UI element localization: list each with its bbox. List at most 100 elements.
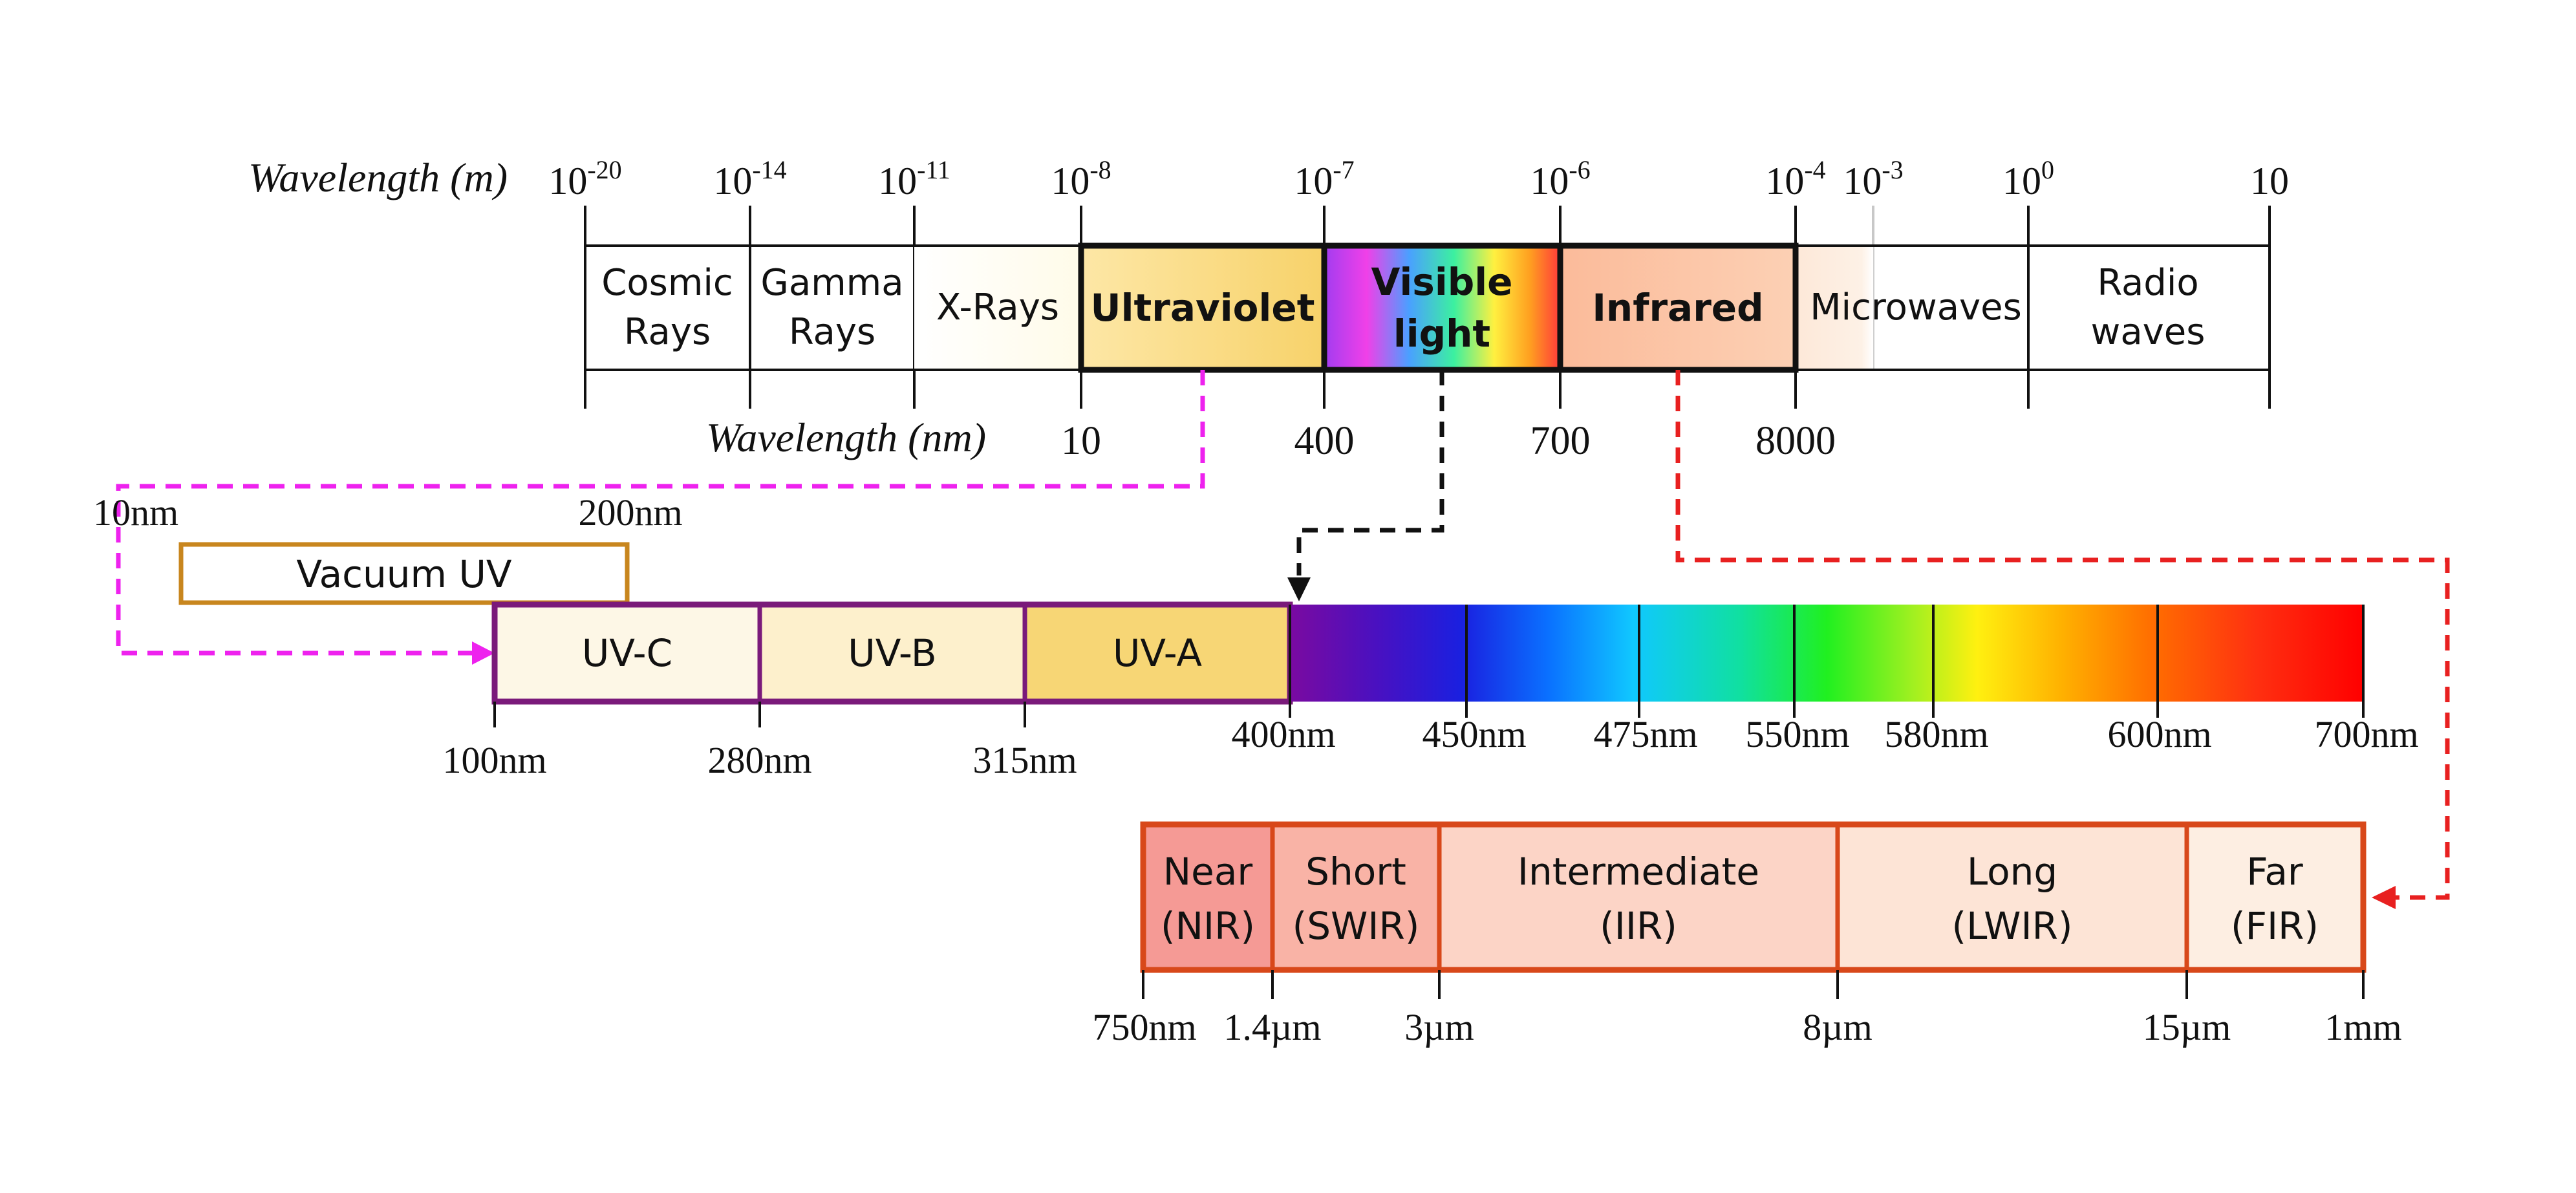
- uv-a-fill: [1025, 605, 1290, 702]
- visible-tick-label-400: 400nm: [1231, 713, 1335, 755]
- top-axis-tick-label: 10: [2250, 160, 2289, 202]
- ir-tick-label-15um: 15µm: [2143, 1006, 2231, 1048]
- vacuum-uv-start-label: 10nm: [93, 491, 178, 533]
- tick-exponent: -4: [1804, 155, 1825, 184]
- band-label-microwaves: Microwaves: [1810, 286, 2022, 328]
- nm-tick-400: 400: [1294, 419, 1355, 463]
- ir-far-line1: Far: [2246, 850, 2303, 894]
- vacuum-uv-box: [178, 542, 630, 605]
- spectrum-bar: [585, 242, 2270, 373]
- ir-long-line2: (LWIR): [1952, 904, 2073, 948]
- tick-base: 10: [1765, 160, 1804, 202]
- uv-b-label: UV-B: [848, 631, 936, 675]
- band-label-xrays: X-Rays: [936, 286, 1059, 328]
- top-axis-tick-label: 10-7: [1294, 155, 1354, 202]
- band-label-ultraviolet: Ultraviolet: [1091, 286, 1315, 330]
- tick-base: 10: [713, 160, 752, 202]
- uv-a-label: UV-A: [1113, 631, 1202, 675]
- ir-short-fill: [1272, 824, 1439, 970]
- tick-exponent: -6: [1569, 155, 1590, 184]
- band-xrays-fill: [914, 247, 1081, 369]
- vacuum-uv-end-label: 200nm: [578, 491, 682, 533]
- uv-ticks: [493, 702, 1026, 727]
- uv-connector: [116, 370, 1205, 656]
- ir-far-fill: [2187, 824, 2363, 970]
- ir-tick-label-3um: 3µm: [1404, 1006, 1474, 1048]
- ir-near-fill: [1143, 824, 1272, 970]
- uv-tick-label-100: 100nm: [442, 739, 546, 781]
- tick-exponent: -11: [917, 155, 950, 184]
- ir-connector: [1675, 370, 2450, 900]
- tick-exponent: -14: [752, 155, 786, 184]
- ir-tick-label-8um: 8µm: [1803, 1006, 1873, 1048]
- ir-near-line1: Near: [1163, 850, 1253, 894]
- tick-exponent: -8: [1089, 155, 1111, 184]
- visible-connector-arrowhead: [1287, 577, 1311, 601]
- visible-tick-label-580: 580nm: [1884, 713, 1988, 755]
- tick-exponent: -3: [1882, 155, 1903, 184]
- top-axis-tick-label: 10-6: [1530, 155, 1590, 202]
- tick-base: 10: [2002, 160, 2041, 202]
- uv-connector-arrowhead: [472, 641, 495, 665]
- band-microwaves-fill: [1796, 247, 1873, 369]
- tick-base: 10: [878, 160, 917, 202]
- ir-short-line1: Short: [1305, 850, 1406, 894]
- wavelength-m-label: Wavelength (m): [248, 155, 508, 200]
- vacuum-uv-label: Vacuum UV: [296, 552, 512, 596]
- ir-near-line2: (NIR): [1161, 904, 1255, 948]
- band-visible-fill: [1324, 247, 1560, 369]
- uv-c-fill: [495, 605, 760, 702]
- tick-exponent: -7: [1333, 155, 1354, 184]
- ir-ticks: [1142, 970, 2365, 999]
- visible-spectrum-bar: [1290, 605, 2363, 702]
- top-axis-tick-label: 100: [2002, 155, 2054, 202]
- nm-tick-8000: 8000: [1755, 419, 1836, 463]
- band-label-visible-2: light: [1393, 312, 1490, 356]
- top-axis-tick-label: 10-4: [1765, 155, 1825, 202]
- ir-far-line2: (FIR): [2231, 904, 2319, 948]
- wavelength-nm-label: Wavelength (nm): [706, 414, 986, 460]
- uv-b-fill: [760, 605, 1025, 702]
- nm-tick-700: 700: [1530, 419, 1591, 463]
- tick-base: 10: [548, 160, 587, 202]
- tick-exponent: 0: [2041, 155, 2054, 184]
- band-label-cosmic-2: Rays: [624, 311, 711, 353]
- tick-base: 10: [2250, 160, 2289, 202]
- tick-exponent: -20: [587, 155, 621, 184]
- ir-intermediate-line2: (IIR): [1600, 904, 1677, 948]
- ir-intermediate-fill: [1439, 824, 1838, 970]
- spectrum-band-labels: Cosmic Rays Gamma Rays X-Rays Ultraviole…: [601, 260, 2205, 356]
- top-axis-tick-label: 10-8: [1051, 155, 1111, 202]
- ir-long-line1: Long: [1967, 850, 2057, 894]
- visible-tick-label-475: 475nm: [1593, 713, 1697, 755]
- band-label-infrared: Infrared: [1592, 286, 1763, 330]
- visible-tick-label-550: 550nm: [1745, 713, 1849, 755]
- tick-base: 10: [1530, 160, 1569, 202]
- ir-intermediate-line1: Intermediate: [1518, 850, 1759, 894]
- nm-tick-10: 10: [1061, 419, 1101, 463]
- band-ultraviolet-fill: [1081, 247, 1324, 369]
- ir-tick-label-1-4um: 1.4µm: [1223, 1006, 1321, 1048]
- uv-tick-label-315: 315nm: [972, 739, 1077, 781]
- band-infrared-fill: [1560, 247, 1796, 369]
- visible-connector: [1296, 370, 1444, 575]
- tick-base: 10: [1843, 160, 1882, 202]
- top-axis-tick-label: 10-20: [548, 155, 621, 202]
- uv-c-label: UV-C: [582, 631, 672, 675]
- ir-bands-box: [1140, 821, 2367, 973]
- visible-ticks: [1289, 605, 2365, 718]
- ir-short-line2: (SWIR): [1293, 904, 1420, 948]
- ir-tick-label-750nm: 750nm: [1092, 1006, 1196, 1048]
- visible-tick-label-450: 450nm: [1422, 713, 1526, 755]
- top-axis-tick-label: 10-3: [1843, 155, 1903, 202]
- top-axis-tick-label: 10-14: [713, 155, 786, 202]
- tick-base: 10: [1294, 160, 1333, 202]
- tick-base: 10: [1051, 160, 1089, 202]
- uv-tick-label-280: 280nm: [707, 739, 811, 781]
- band-label-radio-2: waves: [2091, 311, 2206, 353]
- band-label-gamma-1: Gamma: [760, 262, 903, 304]
- band-label-gamma-2: Rays: [789, 311, 875, 353]
